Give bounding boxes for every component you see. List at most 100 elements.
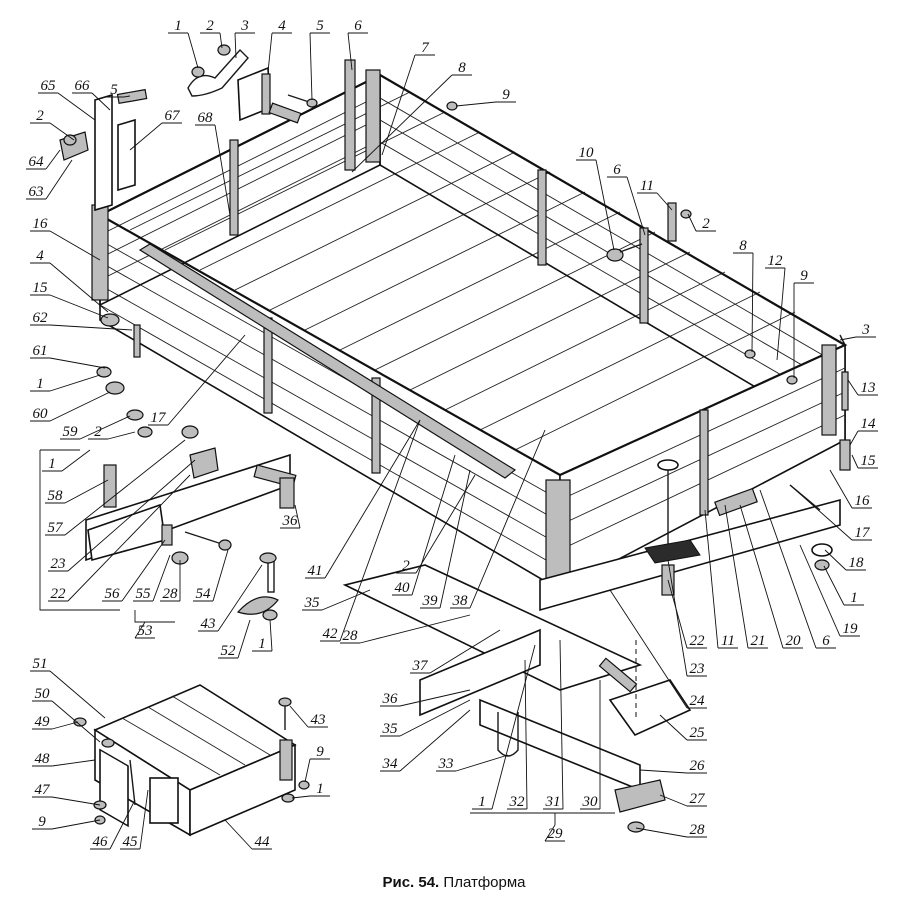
part-number-label: 23 [690,661,705,677]
part-number-label: 50 [35,686,51,702]
leader-line [57,92,96,121]
part-number-label: 33 [438,756,454,772]
hook-3 [187,48,249,97]
leader-line [64,479,109,504]
part-number-label: 23 [51,556,66,572]
bolt-head [259,552,277,564]
part-number-label: 18 [849,555,865,571]
leader-line [107,431,136,440]
leader-line [849,430,859,446]
part-number-label: 8 [739,238,747,254]
leader-line [469,429,546,609]
part-number-label: 25 [690,725,706,741]
stake-bracket [537,169,547,266]
part-number-label: 26 [690,758,706,774]
leader-line [824,549,847,571]
hinge-post-65 [94,93,113,212]
caption-title: Платформа [443,874,526,891]
bolt-54 [218,539,232,551]
leader-line [415,474,476,574]
bolt-50 [101,738,115,748]
leader-line [51,796,101,806]
leader-line [399,699,471,737]
leader-line [123,95,131,98]
part-number-label: 62 [33,310,49,326]
part-number-label: 7 [421,40,430,56]
leader-line [49,391,111,422]
nut [262,609,278,621]
nut [137,426,153,438]
strap-46 [129,759,136,806]
leader-line [224,819,253,850]
part-number-label: 43 [201,616,216,632]
part-number-label: 63 [29,184,44,200]
part-number-label: 29 [548,826,564,842]
part-number-label: 24 [690,693,706,709]
part-number-label: 47 [35,782,52,798]
u-bolt [497,712,519,757]
part-number-label: 22 [690,633,706,649]
leader-line [51,819,101,830]
part-number-label: 65 [41,78,57,94]
nut-9 [446,101,458,111]
part-number-label: 9 [316,744,324,760]
leader-line [609,589,688,709]
part-number-label: 49 [35,714,51,730]
leader-line [626,176,646,236]
washer-18 [811,543,833,557]
washer [191,66,205,78]
part-number-label: 1 [36,376,44,392]
leader-lines [26,32,878,850]
leader-line [399,689,471,707]
part-number-label: 32 [509,794,526,810]
leader-line [51,721,79,730]
part-number-label: 55 [136,586,152,602]
part-number-label: 39 [422,593,439,609]
leader-line [49,357,106,369]
bolt-30 [598,657,638,693]
leader-line [639,769,688,774]
leader-line [49,294,109,319]
toolbox-side [189,743,296,837]
part-number-label: 1 [478,794,486,810]
leader-line [724,504,749,649]
part-number-label: 46 [93,834,109,850]
leader-line [659,714,688,741]
leader-line [49,230,101,261]
post-6 [344,59,356,171]
part-number-label: 13 [861,380,876,396]
part-number-label: 14 [861,416,877,432]
leader-line [304,758,311,783]
part-number-label: 28 [690,822,706,838]
corner-post-front-left [91,204,109,301]
floor-planks [129,91,796,451]
leader-line [347,32,353,71]
leader-line [359,614,471,644]
part-number-label: 44 [255,834,271,850]
part-number-label: 38 [452,593,469,609]
bolt-13 [841,371,849,411]
leader-line [324,419,421,579]
leader-line [351,74,453,173]
part-number-label: 9 [800,268,808,284]
leader-line [294,504,301,529]
part-number-label: 57 [48,520,65,536]
leader-line [187,32,199,69]
block-56 [161,524,173,546]
group-bracket-53 [39,450,120,611]
part-number-label: 6 [822,633,830,649]
part-number-label: 6 [354,18,362,34]
leader-line [411,454,456,596]
part-number-label: 12 [768,253,784,269]
leader-line [291,795,311,799]
part-number-label: 8 [458,60,466,76]
bracket-57 [189,447,219,479]
part-number-label: 3 [861,322,870,338]
part-number-label: 53 [138,623,153,639]
clamp-plate [644,539,701,564]
bolt-43 [267,559,275,593]
part-number-label: 5 [110,82,118,98]
part-number-label: 54 [196,586,212,602]
leader-line [91,92,111,111]
part-number-label: 2 [94,424,102,440]
